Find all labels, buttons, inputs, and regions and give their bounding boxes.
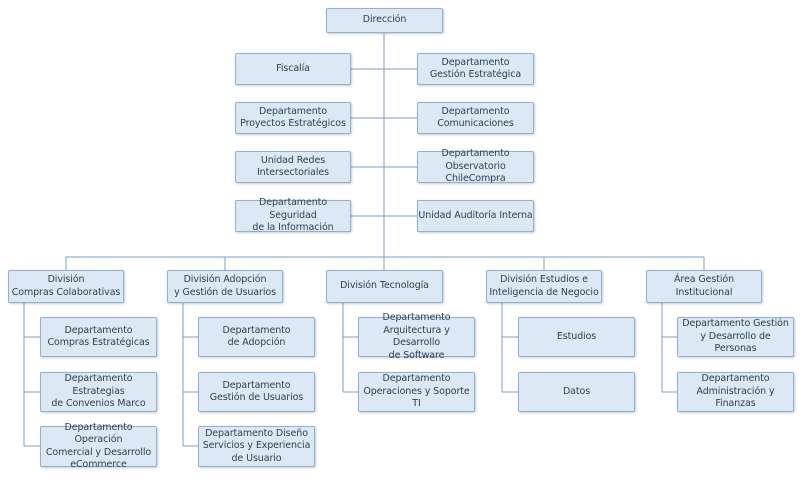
unit-operacion-comercial[interactable]: Departamento Operación Comercial y Desar… xyxy=(40,422,157,470)
node-label: Fiscalía xyxy=(276,62,310,74)
node-proyectos-estrategicos[interactable]: Departamento Proyectos Estratégicos xyxy=(235,102,351,134)
node-fiscalia[interactable]: Fiscalía xyxy=(235,53,351,85)
node-label: Departamento Observatorio ChileCompra xyxy=(441,148,510,185)
unit-gestion-usuarios[interactable]: Departamento Gestión de Usuarios xyxy=(198,372,315,412)
node-label: Unidad Redes Intersectoriales xyxy=(256,154,330,179)
unit-label: Estudios xyxy=(556,330,597,342)
node-direccion[interactable]: Dirección xyxy=(326,8,443,33)
division-label: División Adopción y Gestión de Usuarios xyxy=(174,274,276,298)
division-label: División Tecnología xyxy=(340,280,429,292)
node-auditoria-interna[interactable]: Unidad Auditoría Interna xyxy=(417,200,534,232)
unit-datos[interactable]: Datos xyxy=(518,372,635,412)
node-observatorio[interactable]: Departamento Observatorio ChileCompra xyxy=(417,148,534,185)
unit-adopcion[interactable]: Departamento de Adopción xyxy=(198,317,315,357)
unit-label: Departamento Gestión y Desarrollo de Per… xyxy=(682,318,789,355)
unit-gestion-personas[interactable]: Departamento Gestión y Desarrollo de Per… xyxy=(677,317,794,357)
unit-label: Departamento Compras Estratégicas xyxy=(47,324,150,349)
unit-label: Departamento Administración y Finanzas xyxy=(696,373,775,410)
unit-estudios[interactable]: Estudios xyxy=(518,317,635,357)
unit-compras-estrategicas[interactable]: Departamento Compras Estratégicas xyxy=(40,317,157,357)
unit-convenios-marco[interactable]: Departamento Estrategias de Convenios Ma… xyxy=(40,372,157,412)
node-label: Departamento Gestión Estratégica xyxy=(429,56,522,81)
unit-label: Departamento Estrategias de Convenios Ma… xyxy=(51,373,146,410)
unit-diseno-servicios[interactable]: Departamento Diseño Servicios y Experien… xyxy=(198,426,315,467)
division-label: División Estudios e Inteligencia de Nego… xyxy=(489,274,599,298)
node-label: Departamento Comunicaciones xyxy=(437,105,514,130)
unit-operaciones-soporte[interactable]: Departamento Operaciones y Soporte TI xyxy=(358,372,475,412)
unit-label: Departamento Operación Comercial y Desar… xyxy=(45,421,152,471)
node-seguridad-informacion[interactable]: Departamento Seguridad de la Información xyxy=(235,197,351,234)
unit-administracion-finanzas[interactable]: Departamento Administración y Finanzas xyxy=(677,372,794,412)
division-label: Área Gestión Institucional xyxy=(673,274,735,298)
unit-label: Departamento Gestión de Usuarios xyxy=(209,379,304,404)
node-redes-intersectoriales[interactable]: Unidad Redes Intersectoriales xyxy=(235,151,351,183)
unit-arquitectura-desarrollo[interactable]: Departamento Arquitectura y Desarrollo d… xyxy=(358,312,475,361)
node-label: Dirección xyxy=(362,14,407,26)
division-gestion-institucional[interactable]: Área Gestión Institucional xyxy=(646,270,762,303)
unit-label: Datos xyxy=(562,385,591,397)
node-gestion-estrategica[interactable]: Departamento Gestión Estratégica xyxy=(417,53,534,85)
node-label: Unidad Auditoría Interna xyxy=(418,209,533,221)
unit-label: Departamento Diseño Servicios y Experien… xyxy=(202,427,311,464)
unit-label: Departamento Operaciones y Soporte TI xyxy=(363,373,470,410)
division-compras-colaborativas[interactable]: División Compras Colaborativas xyxy=(8,270,124,303)
node-label: Departamento Seguridad de la Información xyxy=(252,197,334,234)
node-label: Departamento Proyectos Estratégicos xyxy=(240,105,346,130)
division-adopcion-usuarios[interactable]: División Adopción y Gestión de Usuarios xyxy=(167,270,283,303)
node-comunicaciones[interactable]: Departamento Comunicaciones xyxy=(417,102,534,134)
unit-label: Departamento Arquitectura y Desarrollo d… xyxy=(382,312,451,361)
division-label: División Compras Colaborativas xyxy=(11,274,121,298)
division-estudios-inteligencia[interactable]: División Estudios e Inteligencia de Nego… xyxy=(486,270,602,303)
division-tecnologia[interactable]: División Tecnología xyxy=(326,270,443,303)
unit-label: Departamento de Adopción xyxy=(222,324,291,349)
